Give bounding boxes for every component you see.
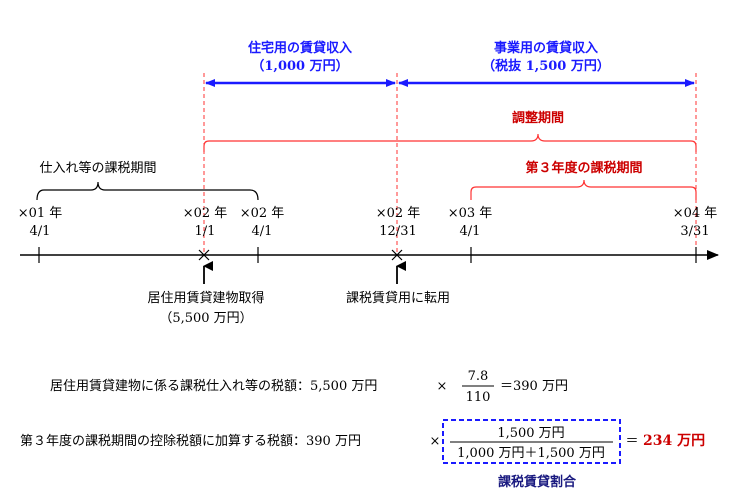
timeline-year-4: ×03 年 — [448, 206, 493, 221]
adjustment-period-brace — [203, 133, 697, 152]
residential-income-label: 住宅用の賃貸収入 — [248, 40, 352, 56]
business-income-label: 事業用の賃貸収入 — [494, 40, 598, 56]
formula2-prefix: 第３年度の課税期間の控除税額に加算する税額：390 万円 — [20, 433, 361, 449]
taxable-rental-ratio-label: 課税賃貸割合 — [498, 474, 577, 490]
timeline-year-3: ×02 年 — [376, 206, 421, 221]
timeline-date-4: 4/1 — [460, 224, 481, 239]
timeline-year-5: ×04 年 — [673, 206, 718, 221]
formula2-numerator: 1,500 万円 — [497, 426, 564, 441]
timeline-date-3: 12/31 — [379, 224, 416, 239]
cross-mark-0101 — [198, 249, 210, 261]
conversion-label: 課税賃貸用に転用 — [346, 290, 450, 306]
timeline-date-0: 4/1 — [30, 224, 51, 239]
formula1-times: × — [437, 379, 448, 394]
formula2-result: 234 万円 — [643, 433, 705, 449]
formula2-denominator: 1,000 万円＋1,500 万円 — [457, 446, 605, 461]
third-year-period-brace — [470, 179, 697, 200]
cross-mark-1231 — [391, 249, 403, 261]
formula1-result: ＝390 万円 — [500, 379, 568, 394]
formula2-times: × — [430, 434, 441, 449]
timeline-year-2: ×02 年 — [240, 206, 285, 221]
acquisition-label: 居住用賃貸建物取得 — [147, 290, 264, 306]
purchase-period-brace — [36, 181, 259, 201]
residential-income-amount: （1,000 万円） — [251, 58, 348, 74]
formula1-denominator: 110 — [466, 390, 491, 405]
business-income-amount: （税抜 1,500 万円） — [482, 58, 610, 74]
formula1-numerator: 7.8 — [468, 369, 489, 384]
adjustment-period-label: 調整期間 — [512, 110, 564, 126]
purchase-period-label: 仕入れ等の課税期間 — [39, 160, 156, 176]
timeline-year-0: ×01 年 — [18, 206, 63, 221]
taxable-rental-ratio-box — [442, 419, 621, 464]
third-year-period-label: 第３年度の課税期間 — [525, 160, 642, 176]
timeline-date-2: 4/1 — [252, 224, 273, 239]
timeline-date-5: 3/31 — [680, 224, 709, 239]
timeline-date-1: 1/1 — [195, 224, 216, 239]
formula2-equals: ＝ — [625, 434, 638, 449]
acquisition-amount: （5,500 万円） — [159, 311, 252, 326]
formula1-prefix: 居住用賃貸建物に係る課税仕入れ等の税額：5,500 万円 — [50, 378, 377, 394]
timeline-year-1: ×02 年 — [183, 206, 228, 221]
